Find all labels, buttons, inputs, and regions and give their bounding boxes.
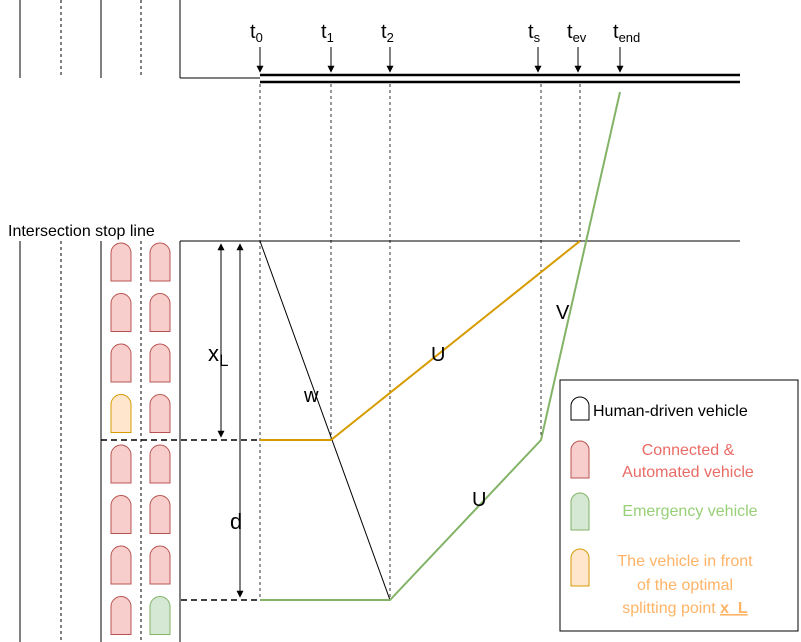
cav-vehicle-icon bbox=[110, 343, 132, 383]
shockwave-label: w bbox=[303, 385, 319, 407]
svg-text:tend: tend bbox=[613, 21, 640, 45]
shockwave-line bbox=[259, 240, 391, 601]
speed-label-u-lower: U bbox=[472, 489, 486, 511]
front-vehicle-trajectory bbox=[260, 240, 581, 441]
cav-vehicle-icon bbox=[149, 343, 171, 383]
legend: Human-driven vehicle Connected & Automat… bbox=[559, 379, 799, 632]
legend-ev-icon bbox=[570, 492, 590, 531]
svg-text:ts: ts bbox=[528, 21, 541, 45]
svg-text:tev: tev bbox=[567, 21, 587, 45]
cav-vehicle-icon bbox=[149, 444, 171, 484]
cav-vehicle-icon bbox=[110, 293, 132, 332]
dimension-xl: xL bbox=[208, 243, 228, 438]
cav-vehicle-icon bbox=[110, 596, 132, 635]
cav-vehicle-icon bbox=[149, 495, 171, 534]
emergency-vehicle-icon bbox=[149, 596, 171, 635]
svg-text:xL: xL bbox=[208, 341, 228, 370]
legend-front-label-2: of the optimal bbox=[637, 577, 733, 594]
cav-vehicle-icon bbox=[149, 293, 171, 332]
road-bottom bbox=[19, 241, 181, 642]
legend-front-label-3: splitting point x_L bbox=[622, 600, 748, 617]
legend-front-label-1: The vehicle in front bbox=[617, 553, 753, 570]
cav-vehicle-icon bbox=[110, 545, 132, 585]
svg-text:d: d bbox=[230, 509, 242, 534]
time-label-t0: t0 bbox=[250, 21, 263, 45]
speed-label-v: V bbox=[556, 302, 570, 324]
road-top bbox=[19, 0, 260, 79]
legend-cav-label-1: Connected & bbox=[642, 442, 735, 459]
legend-cav-label-2: Automated vehicle bbox=[622, 464, 754, 481]
time-label-t2: t2 bbox=[381, 21, 394, 45]
legend-ev-label: Emergency vehicle bbox=[622, 503, 757, 520]
cav-vehicle-icon bbox=[110, 444, 132, 484]
cav-vehicle-icon bbox=[149, 242, 171, 282]
time-arrows bbox=[256, 47, 624, 73]
svg-text:t2: t2 bbox=[381, 21, 394, 45]
legend-human-label: Human-driven vehicle bbox=[593, 403, 748, 420]
legend-front-icon bbox=[570, 548, 590, 587]
cav-vehicle-icon bbox=[110, 242, 132, 282]
cav-vehicle-icon bbox=[110, 495, 132, 534]
signal-phase-bar bbox=[260, 73, 740, 84]
svg-text:t0: t0 bbox=[250, 21, 263, 45]
stop-line-label: Intersection stop line bbox=[8, 223, 155, 240]
time-label-ts: ts bbox=[528, 21, 541, 45]
time-guides bbox=[259, 84, 581, 600]
legend-human-icon bbox=[570, 396, 590, 421]
front-vehicle-icon bbox=[110, 394, 132, 433]
ev-trajectory bbox=[260, 91, 621, 601]
speed-label-u-upper: U bbox=[431, 344, 445, 366]
svg-text:t1: t1 bbox=[321, 21, 334, 45]
time-label-t1: t1 bbox=[321, 21, 334, 45]
cav-vehicle-icon bbox=[149, 545, 171, 585]
vehicle-queue bbox=[110, 242, 171, 635]
dimension-d: d bbox=[230, 243, 244, 598]
cav-vehicle-icon bbox=[149, 394, 171, 433]
time-label-tend: tend bbox=[613, 21, 640, 45]
legend-cav-icon bbox=[570, 440, 590, 479]
time-label-tev: tev bbox=[567, 21, 587, 45]
